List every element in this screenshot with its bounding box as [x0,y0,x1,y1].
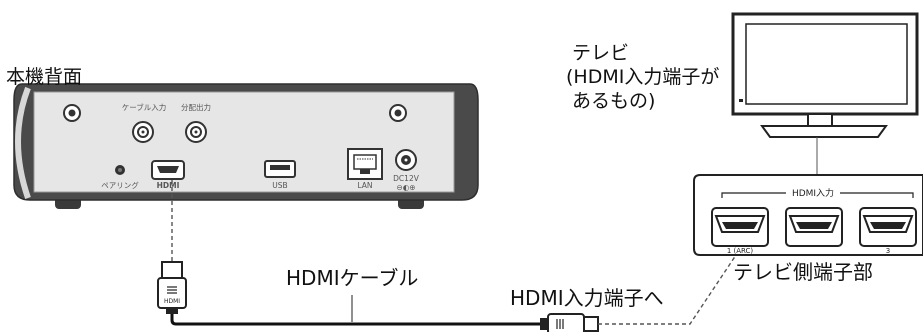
dist-output-port[interactable] [185,121,207,143]
usb-label: USB [272,181,287,190]
pairing-button[interactable] [115,165,125,175]
tv-hdmi-panel: HDMI入力 1 (ARC) 3 [693,174,923,256]
dc-polarity-icon: ⊖◐⊕ [396,183,415,192]
hdmi-port-label: HDMI [157,181,180,190]
connect-caption: HDMI入力端子へ [510,286,664,310]
tv-side-caption: テレビ側端子部 [733,260,873,284]
device-rear: ケーブル入力 分配出力 ペアリング HDMI USB [13,83,479,209]
hdmi-plug-tv-side [540,313,599,332]
dist-output-label: 分配出力 [181,102,211,112]
tv-label-line2: (HDMI入力端子が [566,66,720,88]
dc-power-port[interactable] [395,149,417,171]
tv-label-line1: テレビ [572,42,630,64]
usb-port[interactable] [264,160,296,178]
lan-port[interactable] [347,148,383,180]
hdmi-output-port[interactable] [151,160,185,180]
tv-panel-title: HDMI入力 [792,187,834,199]
cable-input-label: ケーブル入力 [122,102,167,112]
pairing-label: ペアリング [101,180,139,190]
cable-input-port[interactable] [132,121,154,143]
tv-hdmi-port-3[interactable] [859,207,917,247]
tv-port1-label: 1 (ARC) [727,247,754,255]
cable-label: HDMIケーブル [286,266,419,290]
tv-hdmi-port-1[interactable] [711,207,769,247]
screw-left [63,104,81,122]
tv-label-line3: あるもの) [572,90,656,112]
hdmi-cable: HDMI [157,180,739,332]
tv-illustration [731,12,919,192]
device-title: 本機背面 [6,66,83,88]
plug-text: HDMI [164,298,180,305]
dc-label: DC12V [393,174,420,183]
tv-port3-label: 3 [886,247,890,255]
tv-hdmi-port-2[interactable] [785,207,843,247]
hdmi-plug-device-side: HDMI [157,261,187,314]
screw-right [389,104,407,122]
lan-label: LAN [357,181,372,190]
